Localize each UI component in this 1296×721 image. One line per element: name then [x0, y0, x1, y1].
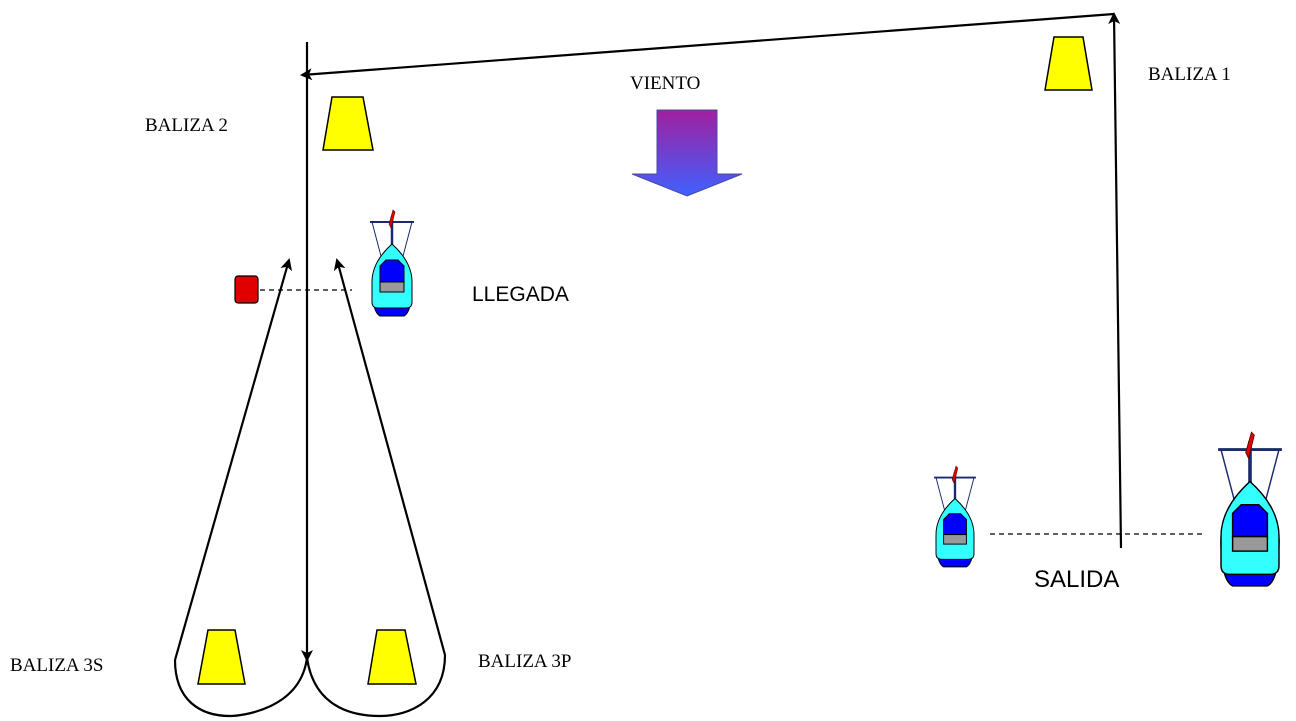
start-label: SALIDA — [1034, 566, 1119, 593]
wind-arrow-icon — [631, 109, 743, 197]
baliza-1-label: BALIZA 1 — [1148, 64, 1231, 85]
baliza-3s-buoy-icon — [197, 629, 246, 685]
loop-baliza-3p — [305, 654, 447, 718]
wind-label: VIENTO — [630, 73, 700, 94]
loop-baliza-3s — [173, 657, 309, 718]
finish-label: LLEGADA — [472, 283, 569, 306]
finish-mark-icon — [234, 275, 259, 304]
baliza-2-buoy-icon — [322, 96, 374, 151]
baliza-2-label: BALIZA 2 — [145, 115, 228, 136]
baliza-3p-label: BALIZA 3P — [478, 651, 571, 672]
baliza-3s-label: BALIZA 3S — [10, 655, 103, 676]
finish-committee-boat-icon — [368, 208, 416, 318]
start-committee-boat-icon — [1216, 430, 1284, 588]
start-pin-boat-icon — [932, 465, 978, 569]
leg-baliza-3p-to-finish — [333, 258, 447, 656]
leg-start-to-baliza-1 — [1108, 12, 1123, 549]
leg-baliza-1-to-baliza-2 — [300, 12, 1115, 81]
baliza-3p-buoy-icon — [367, 629, 417, 685]
leg-baliza-3s-to-finish — [173, 258, 293, 661]
baliza-1-buoy-icon — [1044, 36, 1093, 91]
